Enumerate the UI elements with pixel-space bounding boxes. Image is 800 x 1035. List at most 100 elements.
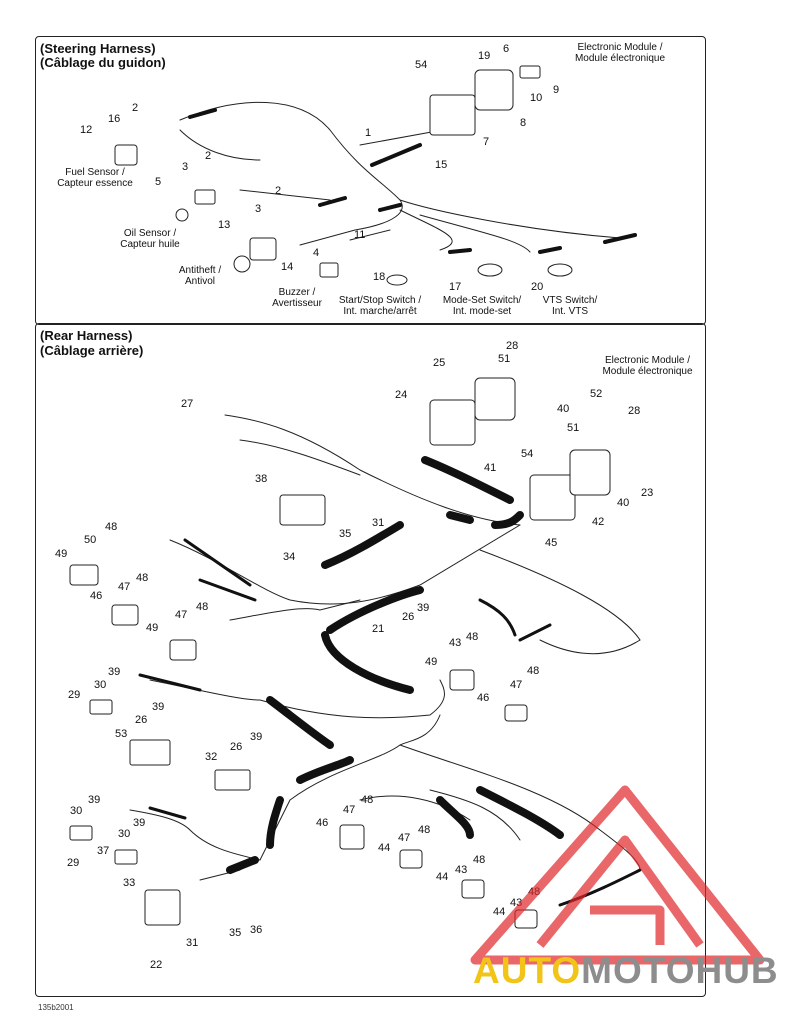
steering-heading-fr: (Câblage du guidon) — [40, 55, 166, 70]
figure-code: 135b2001 — [38, 1003, 74, 1012]
rear-callout-40: 40 — [617, 497, 630, 509]
steering-callout-10: 10 — [530, 92, 543, 104]
rear-callout-23: 23 — [641, 487, 654, 499]
rear-harness-panel — [35, 323, 706, 997]
rear-callout-44: 44 — [436, 871, 449, 883]
steering-callout-54: 54 — [415, 59, 428, 71]
rear-callout-24: 24 — [395, 389, 408, 401]
rear-callout-26: 26 — [402, 611, 415, 623]
rear-callout-48: 48 — [105, 521, 118, 533]
rear-callout-46: 46 — [477, 692, 490, 704]
rear-callout-27: 27 — [181, 398, 194, 410]
rear-callout-41: 41 — [484, 462, 497, 474]
rear-callout-33: 33 — [123, 877, 136, 889]
rear-callout-48: 48 — [527, 665, 540, 677]
rear-callout-54: 54 — [521, 448, 534, 460]
rear-callout-48: 48 — [466, 631, 479, 643]
rear-callout-29: 29 — [68, 689, 81, 701]
rear-callout-48: 48 — [136, 572, 149, 584]
rear-callout-38: 38 — [255, 473, 268, 485]
steering-callout-2: 2 — [275, 185, 282, 197]
rear-callout-47: 47 — [118, 581, 131, 593]
steering-callout-2: 2 — [132, 102, 139, 114]
steering-callout-9: 9 — [553, 84, 560, 96]
watermark-moto: MOTO — [581, 950, 696, 991]
rear-callout-31: 31 — [372, 517, 385, 529]
steering-callout-20: 20 — [531, 281, 544, 293]
steering-callout-2: 2 — [205, 150, 212, 162]
rear-callout-21: 21 — [372, 623, 385, 635]
rear-callout-46: 46 — [316, 817, 329, 829]
watermark-hub: HUB — [695, 950, 779, 991]
steering-callout-3: 3 — [255, 203, 262, 215]
rear-callout-49: 49 — [425, 656, 438, 668]
rear-callout-48: 48 — [361, 794, 374, 806]
rear-callout-47: 47 — [398, 832, 411, 844]
rear-callout-51: 51 — [567, 422, 580, 434]
rear-callout-48: 48 — [196, 601, 209, 613]
rear-callout-49: 49 — [146, 622, 159, 634]
rear-callout-39: 39 — [108, 666, 121, 678]
rear-callout-46: 46 — [90, 590, 103, 602]
rear-callout-29: 29 — [67, 857, 80, 869]
buzzer-caption: Buzzer /Avertisseur — [272, 287, 322, 309]
rear-callout-47: 47 — [343, 804, 356, 816]
rear-callout-50: 50 — [84, 534, 97, 546]
steering-heading-en: (Steering Harness) — [40, 41, 156, 56]
rear-callout-31: 31 — [186, 937, 199, 949]
rear-callout-35: 35 — [229, 927, 242, 939]
steering-callout-17: 17 — [449, 281, 462, 293]
steering-callout-8: 8 — [520, 117, 527, 129]
rear-callout-30: 30 — [70, 805, 83, 817]
rear-callout-48: 48 — [418, 824, 431, 836]
rear-callout-28: 28 — [628, 405, 641, 417]
rear-callout-30: 30 — [118, 828, 131, 840]
steering-harness-panel — [35, 36, 706, 325]
fuel-sensor-connector — [114, 144, 138, 166]
mode-set-caption: Mode-Set Switch/Int. mode-set — [442, 295, 522, 317]
rear-heading-en: (Rear Harness) — [40, 328, 133, 343]
rear-heading-fr: (Câblage arrière) — [40, 343, 144, 358]
rear-callout-39: 39 — [417, 602, 430, 614]
steering-callout-13: 13 — [218, 219, 231, 231]
rear-module-caption: Electronic Module /Module électronique — [602, 355, 693, 377]
steering-callout-7: 7 — [483, 136, 490, 148]
rear-callout-22: 22 — [150, 959, 163, 971]
steering-callout-14: 14 — [281, 261, 294, 273]
rear-callout-39: 39 — [152, 701, 165, 713]
rear-callout-36: 36 — [250, 924, 263, 936]
rear-callout-26: 26 — [230, 741, 243, 753]
watermark-auto: AUTO — [473, 950, 582, 991]
rear-callout-49: 49 — [55, 548, 68, 560]
rear-callout-47: 47 — [175, 609, 188, 621]
steering-callout-3: 3 — [182, 161, 189, 173]
vts-caption: VTS Switch/Int. VTS — [542, 295, 598, 317]
rear-callout-47: 47 — [510, 679, 523, 691]
steering-callout-18: 18 — [373, 271, 386, 283]
steering-callout-11: 11 — [354, 229, 366, 241]
watermark-wordmark: AUTOMOTOHUB — [473, 950, 779, 992]
steering-callout-6: 6 — [503, 43, 510, 55]
rear-callout-44: 44 — [378, 842, 391, 854]
rear-callout-25: 25 — [433, 357, 446, 369]
start-stop-caption: Start/Stop Switch /Int. marche/arrêt — [338, 295, 422, 317]
rear-callout-45: 45 — [545, 537, 558, 549]
steering-callout-5: 5 — [155, 176, 162, 188]
rear-callout-43: 43 — [455, 864, 468, 876]
rear-callout-28: 28 — [506, 340, 519, 352]
antitheft-caption: Antitheft /Antivol — [178, 265, 222, 287]
rear-callout-26: 26 — [135, 714, 148, 726]
steering-callout-12: 12 — [80, 124, 93, 136]
rear-callout-34: 34 — [283, 551, 296, 563]
rear-callout-51: 51 — [498, 353, 511, 365]
steering-module-caption: Electronic Module /Module électronique — [574, 42, 666, 64]
steering-callout-4: 4 — [313, 247, 320, 259]
oil-sensor-caption: Oil Sensor /Capteur huile — [120, 228, 180, 250]
rear-callout-53: 53 — [115, 728, 128, 740]
rear-callout-35: 35 — [339, 528, 352, 540]
steering-callout-19: 19 — [478, 50, 491, 62]
steering-callout-1: 1 — [365, 127, 372, 139]
